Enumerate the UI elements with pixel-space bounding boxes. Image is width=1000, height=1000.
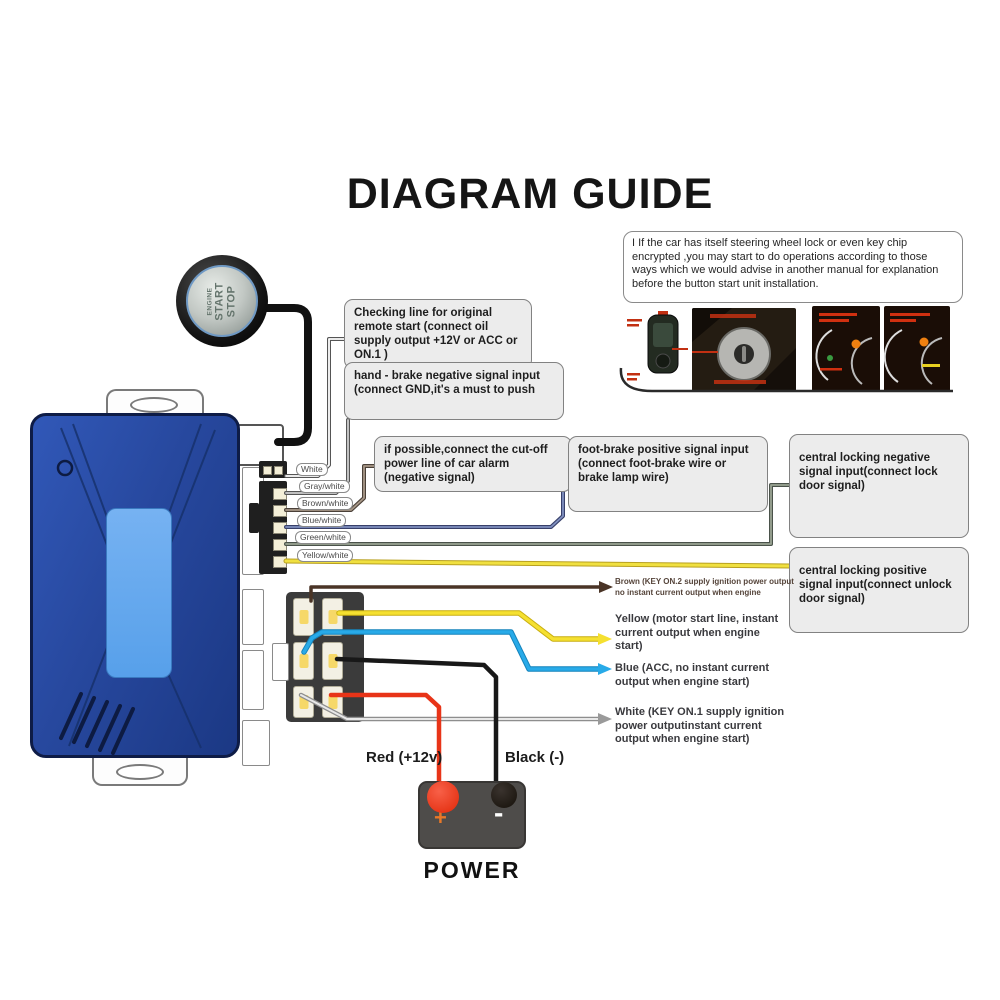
info-note-text: I If the car has itself steering wheel l… bbox=[632, 237, 939, 290]
hand-brake-box: hand - brake negative signal input (conn… bbox=[344, 362, 564, 420]
unit-mount-hole-bottom bbox=[116, 764, 164, 780]
unit-mount-tab-top bbox=[106, 389, 204, 417]
photo-dashboard-gauge-2 bbox=[884, 306, 950, 392]
engine-start-button: ENGINE START STOP bbox=[176, 255, 268, 347]
central-locking-negative-box: central locking negative signal input(co… bbox=[789, 434, 969, 538]
foot-brake-box: foot-brake positive signal input (connec… bbox=[568, 436, 768, 512]
block-pin-3 bbox=[273, 522, 287, 534]
photo-dashboard-gauge-1 bbox=[812, 306, 880, 392]
page-title: DIAGRAM GUIDE bbox=[346, 170, 714, 218]
wire-label-white: White bbox=[296, 463, 328, 476]
cut-off-box: if possible,connect the cut-off power li… bbox=[374, 436, 572, 492]
power-caption: POWER bbox=[423, 857, 521, 883]
power-pin-1 bbox=[293, 598, 314, 636]
block-pin-2 bbox=[273, 505, 287, 517]
mini-pin-1 bbox=[263, 466, 272, 475]
battery-minus-mark: - bbox=[494, 797, 504, 828]
connector-6pin-side-tab bbox=[249, 503, 259, 533]
gauge-illustration-1 bbox=[815, 313, 873, 385]
block-pin-4 bbox=[273, 539, 287, 551]
unit-mount-hole-top bbox=[130, 397, 178, 413]
brown-arrowhead bbox=[599, 581, 613, 593]
wire-yellow-white bbox=[283, 558, 793, 569]
checking-line-box: Checking line for original remote start … bbox=[344, 299, 532, 369]
unit-socket-2 bbox=[242, 589, 264, 645]
power-pin-5 bbox=[293, 686, 314, 718]
power-pin-2 bbox=[322, 598, 343, 636]
blue-wire-label: Blue (ACC, no instant current output whe… bbox=[615, 662, 770, 688]
central-locking-positive-box: central locking positive signal input(co… bbox=[789, 547, 969, 633]
unit-vent-slots bbox=[59, 692, 135, 755]
battery-black-terminal bbox=[491, 782, 517, 808]
connector-power-block bbox=[286, 592, 364, 722]
ignition-lock-illustration bbox=[692, 308, 796, 392]
blue-arrowhead bbox=[598, 663, 612, 675]
black-terminal-label: Black (-) bbox=[505, 749, 565, 766]
block-pin-5 bbox=[273, 556, 287, 568]
engine-start-button-text: ENGINE START STOP bbox=[206, 281, 238, 321]
unit-socket-3 bbox=[242, 650, 264, 710]
yellow-arrowhead bbox=[598, 633, 612, 645]
unit-socket-4 bbox=[242, 720, 270, 766]
wire-label-gray-white: Gray/white bbox=[299, 480, 350, 493]
red-terminal-label: Red (+12v) bbox=[366, 749, 443, 766]
connector-white-mini bbox=[259, 461, 287, 478]
wire-yellow bbox=[336, 610, 602, 642]
control-unit bbox=[30, 413, 240, 758]
brown-wire-label-line2: no instant current output when engine bbox=[615, 588, 761, 597]
brown-wire-label-line1: Brown (KEY ON.2 supply ignition power ou… bbox=[615, 577, 794, 586]
power-pin-6 bbox=[322, 686, 343, 718]
wire-label-blue-white: Blue/white bbox=[297, 514, 347, 527]
wire-label-brown-white: Brown/white bbox=[297, 497, 354, 510]
white-arrowhead bbox=[598, 713, 612, 725]
power-pin-3 bbox=[293, 642, 314, 680]
photo-key-fob bbox=[622, 303, 688, 393]
info-note-box: I If the car has itself steering wheel l… bbox=[623, 231, 963, 303]
connector-power-side-tab bbox=[272, 643, 289, 681]
wire-white bbox=[284, 337, 347, 478]
unit-plug-socket-top bbox=[236, 424, 284, 466]
wire-label-green-white: Green/white bbox=[295, 531, 351, 544]
battery-red-terminal bbox=[427, 781, 459, 813]
power-pin-4 bbox=[322, 642, 343, 680]
white-wire-label: White (KEY ON.1 supply ignition power ou… bbox=[615, 706, 785, 745]
photo-ignition-lock bbox=[692, 308, 796, 392]
yellow-wire-label: Yellow (motor start line, instant curren… bbox=[615, 613, 779, 652]
unit-sticker-label bbox=[106, 508, 172, 678]
unit-mount-tab-bottom bbox=[92, 756, 188, 786]
connector-6pin-block bbox=[259, 481, 287, 574]
key-fob-illustration bbox=[627, 311, 688, 381]
wire-label-yellow-white: Yellow/white bbox=[297, 549, 354, 562]
mini-pin-2 bbox=[274, 466, 283, 475]
gauge-illustration-2 bbox=[884, 313, 943, 385]
unit-screw bbox=[56, 459, 74, 477]
block-pin-1 bbox=[273, 488, 287, 500]
start-button-cable bbox=[254, 304, 312, 446]
engine-start-button-face: ENGINE START STOP bbox=[186, 265, 258, 337]
